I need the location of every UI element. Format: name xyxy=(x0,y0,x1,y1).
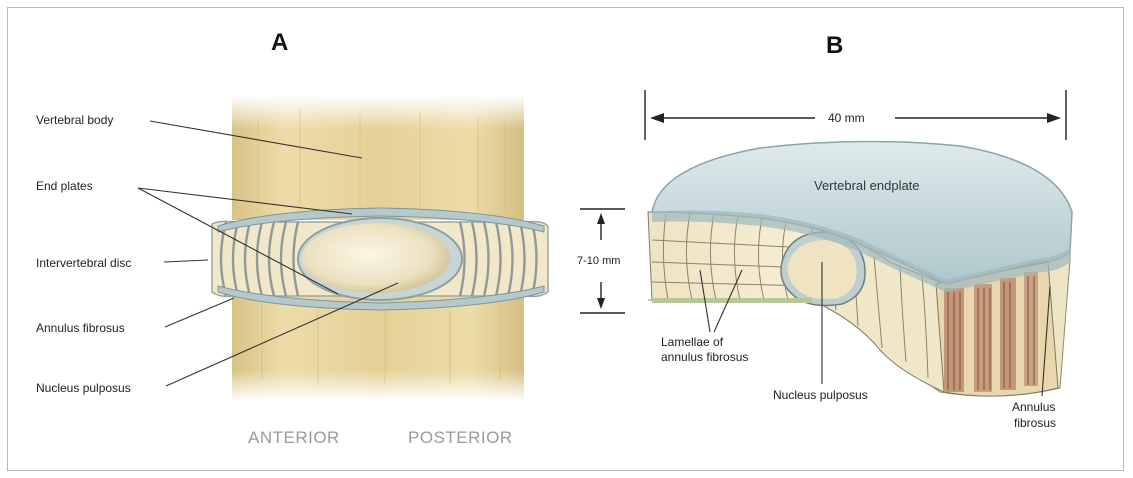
panel-b-letter: B xyxy=(826,32,843,59)
label-annulus-line2: fibrosus xyxy=(1014,416,1056,430)
width-dimension-label: 40 mm xyxy=(828,111,865,125)
direction-posterior: POSTERIOR xyxy=(408,428,513,447)
label-lamellae-line2: annulus fibrosus xyxy=(661,350,748,364)
height-dimension-label: 7-10 mm xyxy=(577,255,620,267)
label-vertebral-body: Vertebral body xyxy=(36,113,113,127)
panel-a-letter: A xyxy=(271,29,288,56)
nucleus-pulposus xyxy=(302,223,450,293)
label-intervertebral-disc: Intervertebral disc xyxy=(36,256,131,270)
label-vertebral-endplate: Vertebral endplate xyxy=(814,178,920,193)
direction-anterior: ANTERIOR xyxy=(248,428,340,447)
label-nucleus-pulposus-b: Nucleus pulposus xyxy=(773,388,868,402)
label-end-plates: End plates xyxy=(36,179,93,193)
label-nucleus-pulposus: Nucleus pulposus xyxy=(36,381,131,395)
label-lamellae-line1: Lamellae of xyxy=(661,335,724,349)
label-annulus-fibrosus: Annulus fibrosus xyxy=(36,321,125,335)
label-annulus-line1: Annulus xyxy=(1012,400,1055,414)
